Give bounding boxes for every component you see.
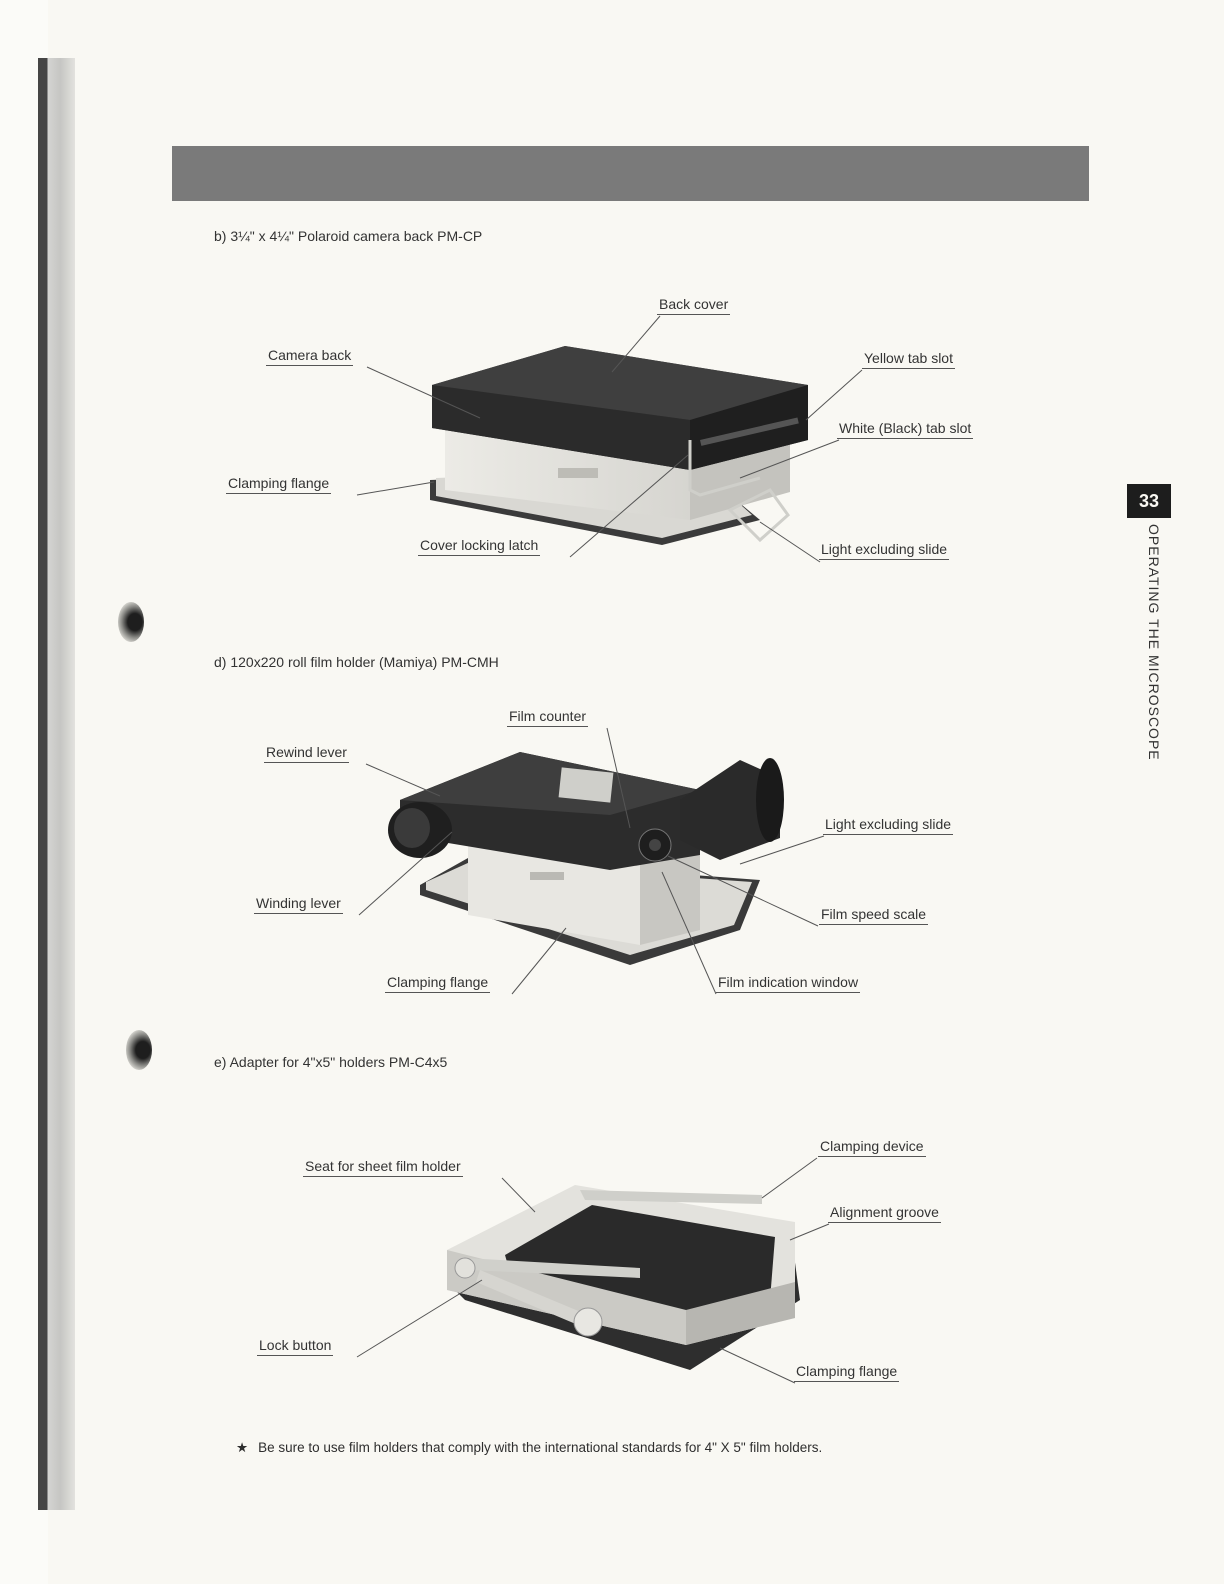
- label-clamping-device: Clamping device: [818, 1138, 926, 1157]
- label-clamping-flange-b: Clamping flange: [226, 475, 331, 494]
- label-light-excluding-slide-b: Light excluding slide: [819, 541, 949, 560]
- label-lock-button: Lock button: [257, 1337, 333, 1356]
- footnote: ★ Be sure to use film holders that comply…: [236, 1440, 822, 1456]
- label-winding-lever: Winding lever: [254, 895, 343, 914]
- footnote-text: Be sure to use film holders that comply …: [258, 1440, 822, 1455]
- label-white-black-tab-slot: White (Black) tab slot: [837, 420, 973, 439]
- label-clamping-flange-d: Clamping flange: [385, 974, 490, 993]
- chapter-tab-number: 33: [1127, 484, 1171, 518]
- label-yellow-tab-slot: Yellow tab slot: [862, 350, 955, 369]
- label-rewind-lever: Rewind lever: [264, 744, 349, 763]
- label-clamping-flange-e: Clamping flange: [794, 1363, 899, 1382]
- chapter-tab-title: OPERATING THE MICROSCOPE: [1136, 524, 1162, 784]
- star-icon: ★: [236, 1440, 248, 1455]
- chapter-side-tab: 33 OPERATING THE MICROSCOPE: [1126, 484, 1172, 794]
- label-film-speed-scale: Film speed scale: [819, 906, 928, 925]
- label-cover-locking-latch: Cover locking latch: [418, 537, 540, 556]
- label-alignment-groove: Alignment groove: [828, 1204, 941, 1223]
- label-seat-for-sheet-film-holder: Seat for sheet film holder: [303, 1158, 463, 1177]
- label-light-excluding-slide-d: Light excluding slide: [823, 816, 953, 835]
- label-film-indication-window: Film indication window: [716, 974, 860, 993]
- label-camera-back: Camera back: [266, 347, 353, 366]
- label-film-counter: Film counter: [507, 708, 588, 727]
- label-back-cover: Back cover: [657, 296, 730, 315]
